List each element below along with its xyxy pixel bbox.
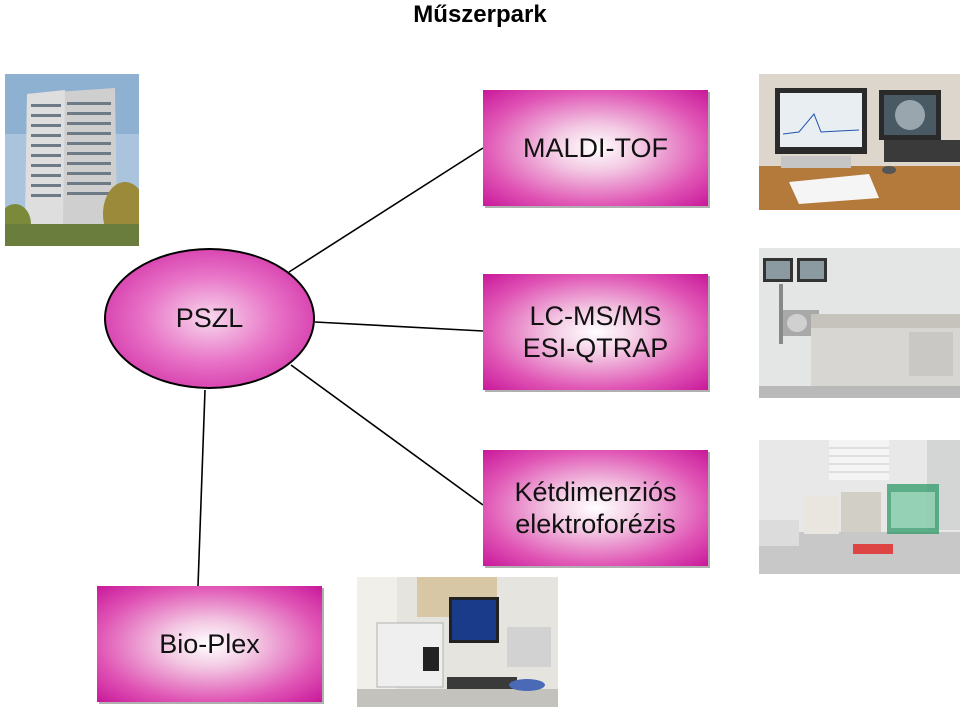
page-title: Műszerpark bbox=[413, 1, 547, 28]
lcms-box: LC-MS/MS ESI-QTRAP bbox=[483, 274, 708, 390]
building-photo bbox=[5, 74, 139, 246]
electrophoresis-lab-photo bbox=[759, 440, 960, 574]
electrophoresis-label-line2: elektroforézis bbox=[515, 509, 676, 539]
electrophoresis-box: Kétdimenziós elektroforézis bbox=[483, 450, 708, 566]
maldi-tof-label: MALDI-TOF bbox=[522, 133, 668, 163]
connector-maldi bbox=[288, 147, 484, 273]
bio-plex-label: Bio-Plex bbox=[159, 629, 260, 659]
bio-plex-box: Bio-Plex bbox=[97, 586, 322, 702]
bioplex-instrument-photo bbox=[357, 577, 558, 707]
pszl-hub: PSZL bbox=[104, 248, 315, 389]
connector-electro bbox=[290, 364, 484, 506]
electrophoresis-label-line1: Kétdimenziós bbox=[514, 477, 677, 507]
pszl-label: PSZL bbox=[175, 303, 244, 333]
connector-bioplex bbox=[197, 389, 206, 587]
maldi-tof-box: MALDI-TOF bbox=[483, 90, 708, 206]
lcms-instrument-photo bbox=[759, 248, 960, 398]
lcms-label-line2: ESI-QTRAP bbox=[522, 333, 669, 363]
maldi-instrument-photo bbox=[759, 74, 960, 210]
connector-lcms bbox=[314, 321, 484, 332]
lcms-label-line1: LC-MS/MS bbox=[529, 301, 662, 331]
